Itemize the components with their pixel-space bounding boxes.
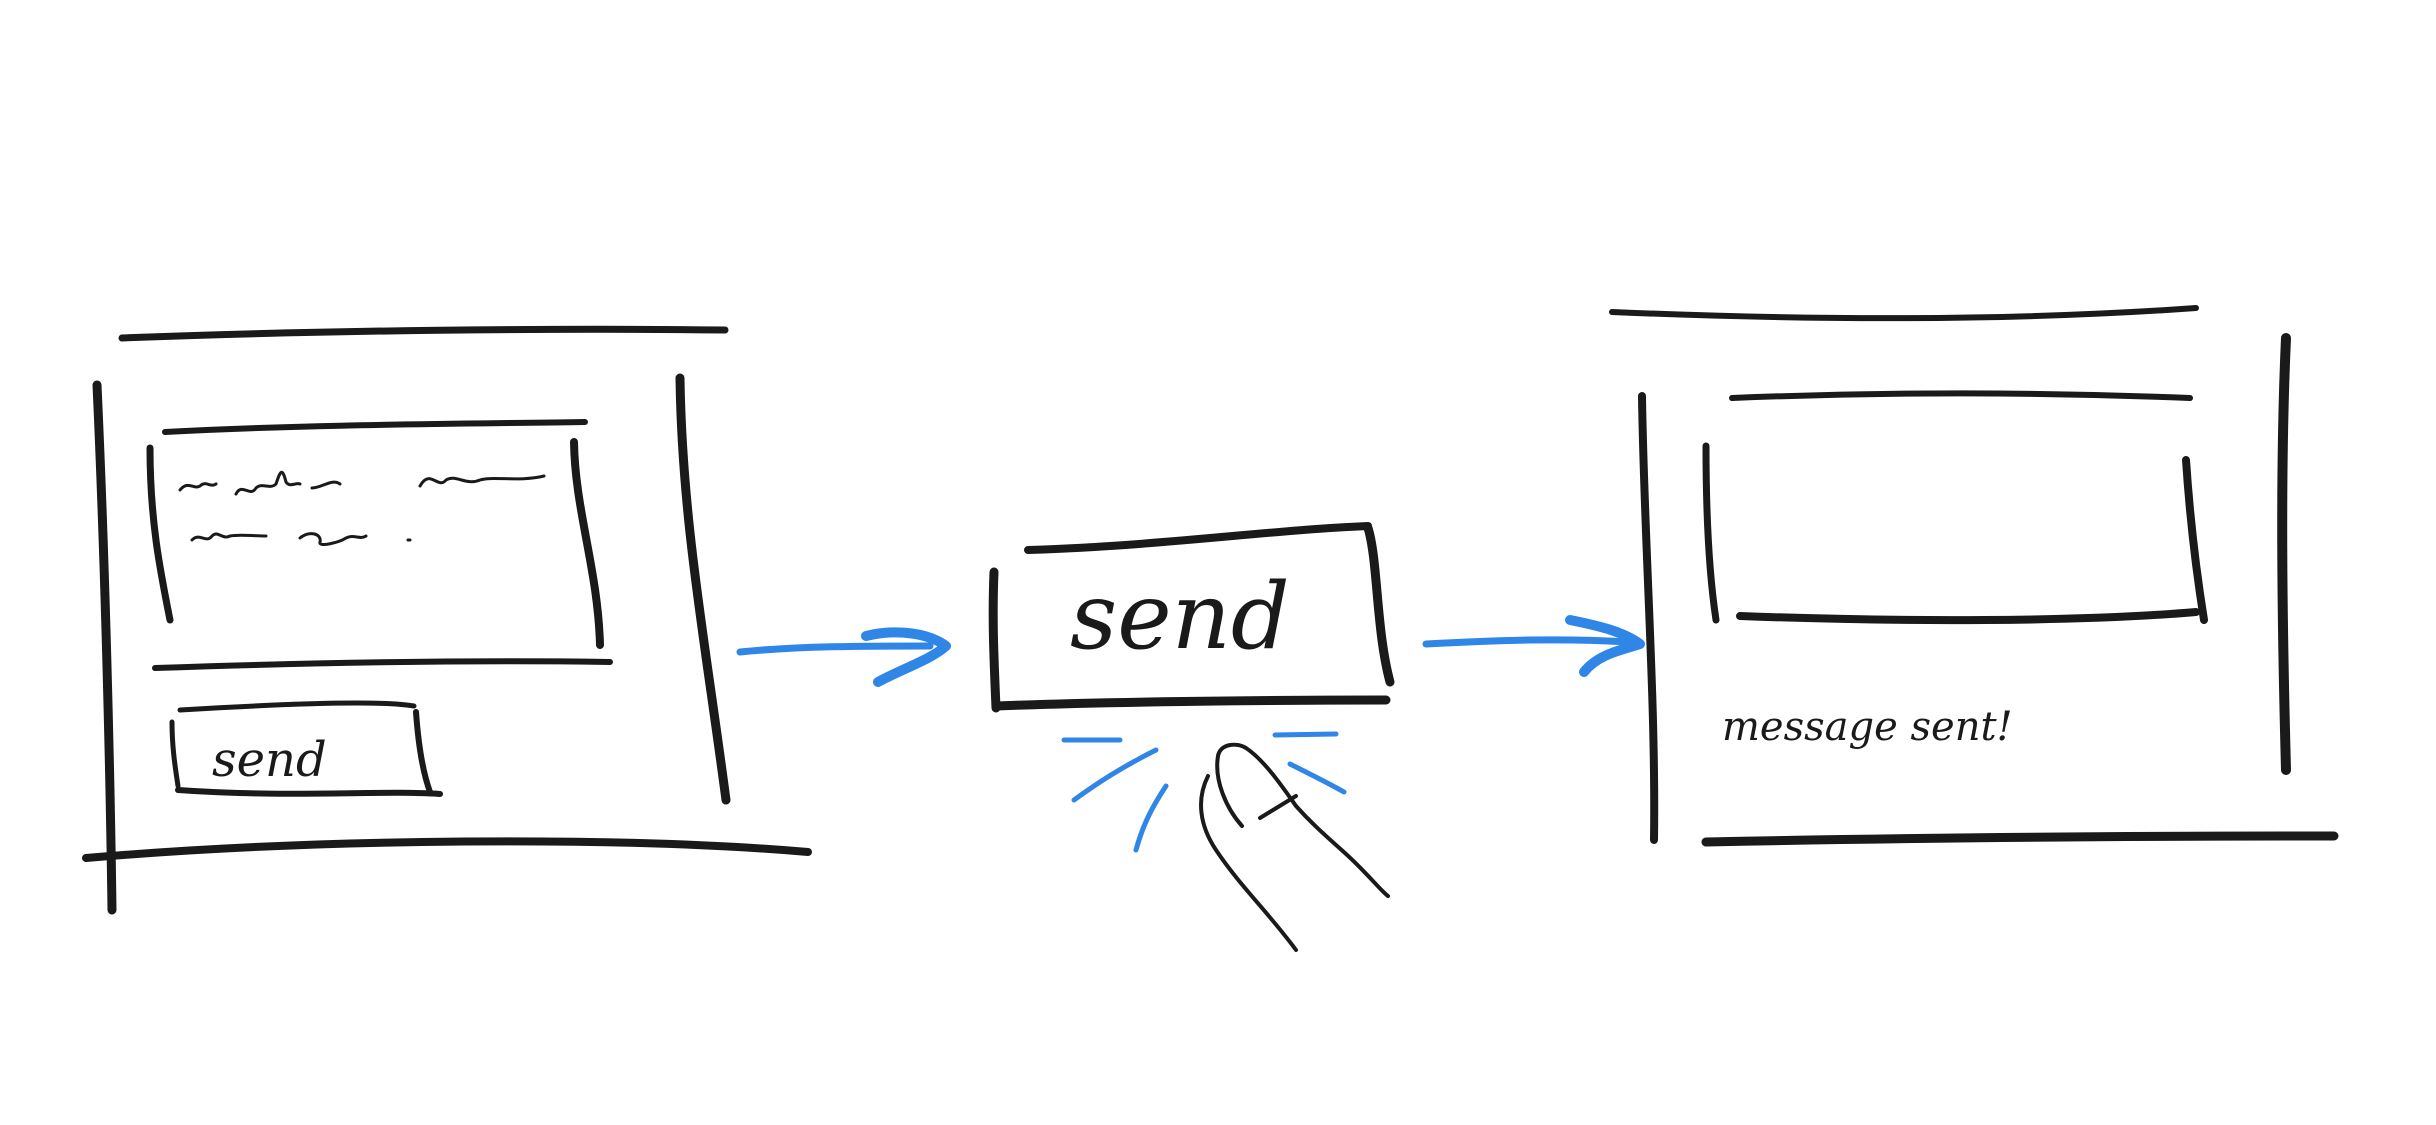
arrow-right-icon xyxy=(736,627,951,687)
compose-screen-frame xyxy=(82,325,812,915)
tap-finger-icon xyxy=(1199,742,1390,952)
status-message: message sent! xyxy=(1722,704,2013,750)
arrow-right-icon xyxy=(1422,615,1645,677)
result-empty-message-box xyxy=(1702,390,2208,625)
compose-send-label: send xyxy=(212,732,327,788)
tap-send-label: send xyxy=(1070,563,1290,670)
message-scribble xyxy=(178,470,546,546)
tap-burst-icon xyxy=(1061,731,1347,853)
tap-send-button[interactable]: send xyxy=(988,522,1395,713)
result-screen-frame xyxy=(1609,305,2339,847)
compose-message-box[interactable] xyxy=(146,419,613,671)
compose-send-button[interactable]: send xyxy=(169,700,443,797)
